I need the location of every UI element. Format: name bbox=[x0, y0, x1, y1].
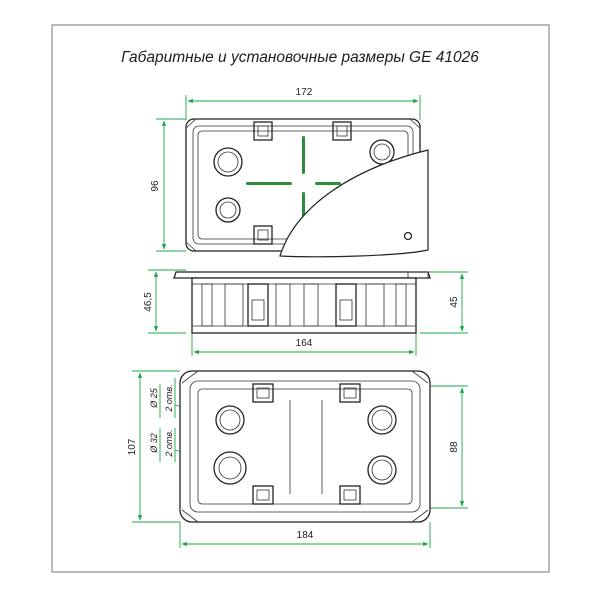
side-left-height-dimension: 46,5 bbox=[143, 292, 154, 312]
bottom-clip bbox=[339, 383, 361, 403]
knockout-hole-32 bbox=[213, 451, 247, 485]
bottom-outer-height-dimension: 107 bbox=[127, 438, 138, 455]
hole-large-diameter-label: Ø 32 bbox=[149, 433, 159, 454]
top-knockout-hole bbox=[215, 197, 241, 223]
top-rib bbox=[302, 136, 305, 174]
top-rib bbox=[315, 182, 341, 185]
side-flange bbox=[173, 271, 431, 279]
top-width-dimension: 172 bbox=[296, 87, 313, 98]
bottom-box-outline bbox=[179, 370, 431, 523]
hole-small-diameter-label: Ø 25 bbox=[149, 387, 159, 409]
lid-screw bbox=[403, 231, 413, 241]
hole-small-count-label: 2 отв. bbox=[164, 384, 174, 412]
top-clip bbox=[253, 225, 273, 245]
hole-large-count-label: 2 отв. bbox=[164, 429, 174, 457]
side-right-height-dimension: 45 bbox=[449, 296, 460, 308]
top-clip bbox=[253, 121, 273, 141]
bottom-clip bbox=[339, 485, 361, 505]
knockout-hole-32 bbox=[367, 455, 397, 485]
bottom-view: 107 Ø 25 2 отв. Ø 32 2 отв. 88 184 bbox=[127, 370, 468, 548]
side-clip bbox=[247, 283, 269, 327]
bottom-clip bbox=[252, 383, 274, 403]
side-view: 46,5 45 164 bbox=[143, 269, 468, 356]
top-clip bbox=[332, 121, 352, 141]
top-view: 172 96 bbox=[150, 87, 429, 258]
drawing-frame bbox=[51, 24, 550, 573]
top-knockout-hole bbox=[213, 147, 243, 177]
top-rib bbox=[246, 182, 292, 185]
drawing-title: Габаритные и установочные размеры GE 410… bbox=[121, 49, 479, 66]
knockout-hole-25 bbox=[215, 405, 245, 435]
bottom-clip bbox=[252, 485, 274, 505]
bottom-width-dimension: 184 bbox=[297, 530, 314, 541]
top-lid-cover bbox=[279, 149, 429, 258]
bottom-mount-height-dimension: 88 bbox=[449, 441, 460, 453]
side-clip bbox=[335, 283, 357, 327]
top-height-dimension: 96 bbox=[150, 180, 161, 192]
knockout-hole-25 bbox=[367, 405, 397, 435]
side-width-dimension: 164 bbox=[296, 338, 313, 349]
